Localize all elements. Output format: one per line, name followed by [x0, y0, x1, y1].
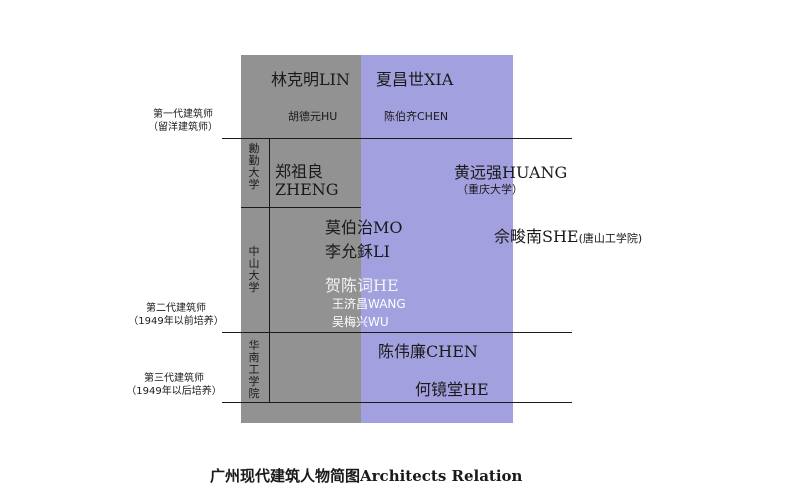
architect-hu: 胡德元HU	[288, 110, 338, 123]
generation-label-third: 第三代建筑师 （1949年以后培养）	[124, 372, 224, 398]
architect-zheng-name: 郑祖良	[275, 162, 324, 181]
architect-xia: 夏昌世XIA	[376, 70, 454, 89]
architect-wang: 王济昌WANG	[332, 297, 406, 311]
divider-second-generation	[222, 332, 572, 333]
school-label-qinqin: 勷勤大学	[248, 142, 260, 191]
architect-chen-weilian: 陈伟廉CHEN	[378, 342, 478, 361]
generation-label-second-line2: （1949年以前培养）	[128, 316, 224, 327]
generation-label-first-line2: （留洋建筑师）	[148, 122, 218, 133]
divider-third-generation	[222, 402, 572, 403]
school-label-zhongshan: 中山大学	[248, 245, 260, 294]
architect-he-chenci: 贺陈词HE	[325, 276, 399, 295]
diagram-caption-en: Architects Relation	[360, 467, 523, 485]
architect-zheng-pinyin: ZHENG	[275, 180, 339, 199]
generation-label-third-line2: （1949年以后培养）	[126, 386, 222, 397]
gray-column	[241, 55, 361, 423]
architect-she-school: (唐山工学院)	[578, 232, 643, 245]
architect-huang-school: （重庆大学）	[457, 183, 523, 196]
architect-lin: 林克明LIN	[271, 70, 350, 89]
diagram-caption: 广州现代建筑人物简图Architects Relation	[210, 465, 522, 486]
generation-label-second: 第二代建筑师 （1949年以前培养）	[126, 302, 226, 328]
architect-he-jingtang: 何镜堂HE	[415, 380, 489, 399]
architect-chen-boqi: 陈伯齐CHEN	[384, 110, 449, 123]
architect-she-name: 佘畯南SHE	[494, 227, 579, 246]
school-label-huanan: 华南工学院	[248, 339, 260, 400]
architect-li: 李允鉌LI	[325, 242, 390, 261]
divider-first-generation	[222, 138, 572, 139]
generation-label-first-line1: 第一代建筑师	[153, 109, 213, 120]
architect-mo: 莫伯治MO	[325, 218, 403, 237]
architect-wu: 吴梅兴WU	[332, 315, 389, 329]
blue-column	[361, 55, 513, 423]
generation-label-second-line1: 第二代建筑师	[146, 303, 206, 314]
diagram-caption-zh: 广州现代建筑人物简图	[210, 467, 361, 485]
architect-she: 佘畯南SHE(唐山工学院)	[494, 223, 642, 247]
architect-huang: 黄远强HUANG	[454, 163, 568, 182]
generation-label-first: 第一代建筑师 （留洋建筑师）	[138, 108, 228, 134]
generation-label-third-line1: 第三代建筑师	[144, 373, 204, 384]
divider-qinqin	[241, 207, 361, 208]
school-column-divider	[269, 138, 270, 402]
